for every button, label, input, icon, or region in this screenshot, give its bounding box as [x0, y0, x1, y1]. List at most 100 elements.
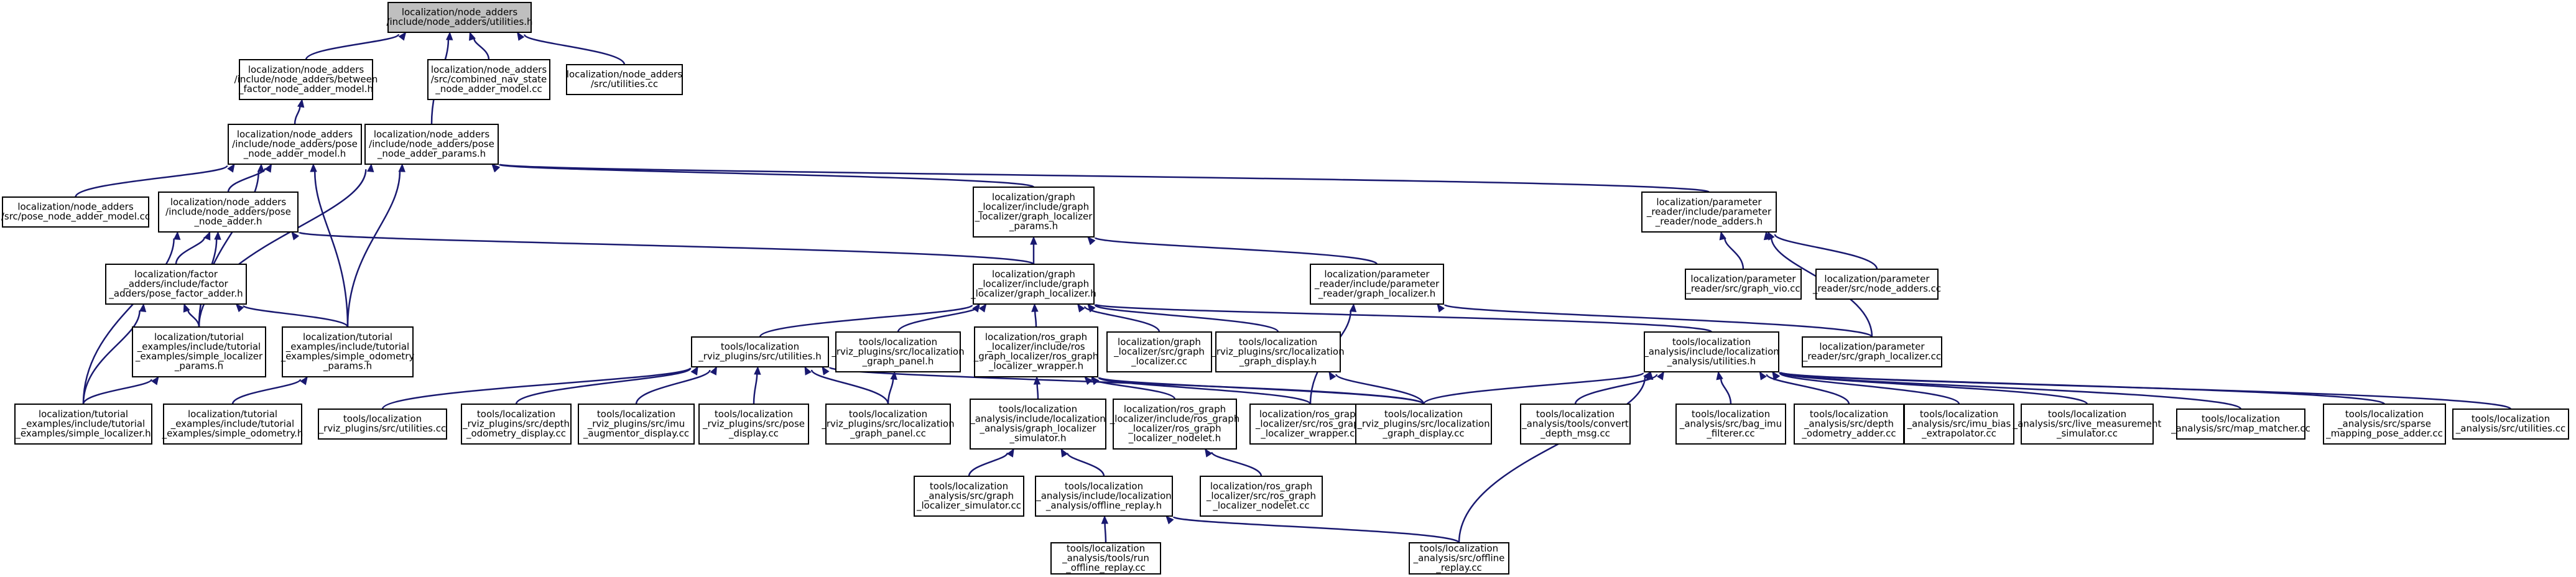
node-label-line: _reader/include/parameter [1314, 278, 1440, 290]
node-label-line: tools/localization [1810, 409, 1888, 420]
file-node-combined-nav-state-model[interactable]: localization/node_adders/src/combined_na… [427, 59, 550, 100]
node-box [2323, 404, 2446, 445]
file-node-run-offline-replay-cc[interactable]: tools/localization_analysis/tools/run_of… [1050, 542, 1161, 575]
file-node-param-reader-node-adders-cc[interactable]: localization/parameter_reader/src/node_a… [1812, 269, 1941, 300]
edge-rviz-utilities-cc-to-rviz-utilities-h [381, 366, 698, 410]
edge-line [82, 310, 141, 405]
node-label-line: _rviz_plugins/src/localization [1356, 418, 1490, 430]
node-label-line: _localizer/include/graph [978, 201, 1089, 213]
file-node-graph-localizer-cc[interactable]: localization/graph_localizer/src/graph_l… [1106, 331, 1212, 372]
node-label-line: tools/localization [477, 409, 555, 420]
edge-line [887, 379, 894, 405]
file-node-analysis-utilities-h[interactable]: tools/localization_analysis/include/loca… [1643, 331, 1779, 372]
file-node-rviz-utilities-cc[interactable]: tools/localization_rviz_plugins/src/util… [318, 409, 447, 440]
file-node-bag-imu-filterer-cc[interactable]: tools/localization_analysis/src/bag_imu_… [1675, 404, 1786, 445]
node-label-line: _simulator.cc [2056, 428, 2118, 440]
node-label-line: _factor_node_adder_model.h [238, 83, 373, 95]
edge-line [1098, 376, 1425, 405]
edge-line [1774, 234, 1878, 270]
file-node-pose-node-adder-model-cc[interactable]: localization/node_adders/src/pose_node_a… [1, 196, 150, 228]
arrowhead [1060, 448, 1068, 458]
file-node-ros-graph-localizer-wrapper-h[interactable]: localization/ros_graph_localizer/include… [973, 326, 1099, 377]
edge-line [1036, 384, 1039, 400]
file-node-simple-odometry-params-h[interactable]: localization/tutorial_examples/include/t… [280, 326, 415, 377]
edge-pose-node-adder-model-h-to-between-factor-model [294, 98, 305, 125]
file-node-offline-replay-cc[interactable]: tools/localization_analysis/src/offline_… [1409, 542, 1509, 575]
edge-line [305, 33, 400, 60]
file-node-utilities-h[interactable]: localization/node_adders/include/node_ad… [386, 2, 533, 33]
arrowhead [173, 231, 181, 240]
file-node-convert-depth-msg-cc[interactable]: tools/localization_analysis/tools/conver… [1520, 404, 1631, 445]
file-node-imu-bias-extrapolator-cc[interactable]: tools/localization_analysis/src/imu_bias… [1904, 404, 2014, 445]
node-label-line: _rviz_plugins/src/utilities.cc [318, 423, 447, 435]
node-label-line: localization/tutorial [39, 409, 128, 420]
file-node-graph-display-cc[interactable]: tools/localization_rviz_plugins/src/loca… [1355, 404, 1492, 445]
node-label-line: _localizer/include/graph [978, 278, 1089, 290]
file-node-simple-odometry-h[interactable]: localization/tutorial_examples/include/t… [162, 404, 303, 445]
node-label-line: _graph_localizer/ros_graph [973, 351, 1099, 362]
file-node-graph-localizer-h[interactable]: localization/graph_localizer/include/gra… [970, 264, 1096, 305]
node-box [1802, 336, 1942, 367]
node-label-line: _localizer/graph_localizer.h [970, 288, 1096, 300]
file-node-pose-node-adder-params-h[interactable]: localization/node_adders/include/node_ad… [364, 124, 499, 165]
file-node-live-measurement-simulator-cc[interactable]: tools/localization_analysis/src/live_mea… [2013, 404, 2162, 445]
arrowhead [297, 98, 305, 108]
edge-combined-nav-state-model-to-utilities-h [469, 31, 490, 60]
edge-line [635, 369, 711, 405]
node-label-line: _analysis/offline_replay.h [1045, 500, 1162, 512]
edge-line [1094, 236, 1378, 265]
node-label-line: tools/localization [999, 404, 1077, 415]
arrowhead [1087, 303, 1096, 313]
file-node-pose-factor-adder-h[interactable]: localization/factor_adders/include/facto… [105, 264, 247, 305]
file-node-offline-replay-h[interactable]: tools/localization_analysis/include/loca… [1035, 476, 1173, 517]
file-node-param-reader-graph-localizer-cc[interactable]: localization/parameter_reader/src/graph_… [1802, 336, 1942, 367]
arrowhead [890, 371, 897, 381]
edge-line [1094, 303, 1713, 333]
arrowhead [183, 303, 190, 313]
file-node-pose-display-cc[interactable]: tools/localization_rviz_plugins/src/pose… [698, 404, 809, 445]
file-node-parameter-reader-graph-localizer-h[interactable]: localization/parameter_reader/include/pa… [1310, 264, 1444, 305]
node-label-line: _analysis/src/bag_imu [1679, 418, 1782, 430]
edge-line [1066, 452, 1105, 477]
node-label-line: /include/node_adders/pose [165, 206, 291, 218]
node-label-line: tools/localization [1672, 336, 1751, 348]
file-node-depth-odometry-display-cc[interactable]: tools/localization_rviz_plugins/src/dept… [461, 404, 572, 445]
file-node-rviz-utilities-h[interactable]: tools/localization_rviz_plugins/src/util… [691, 336, 829, 367]
file-node-sparse-mapping-pose-adder-cc[interactable]: tools/localization_analysis/src/sparse_m… [2323, 404, 2446, 445]
node-box [1200, 476, 1323, 517]
file-node-graph-display-h[interactable]: tools/localization_rviz_plugins/src/loca… [1211, 331, 1345, 372]
file-node-graph-panel-h[interactable]: tools/localization_rviz_plugins/src/loca… [831, 331, 965, 372]
node-label-line: tools/localization [849, 409, 927, 420]
file-node-ros-graph-localizer-nodelet-h[interactable]: localization/ros_graph_localizer/include… [1110, 399, 1240, 450]
file-node-simple-localizer-params-h[interactable]: localization/tutorial_examples/include/t… [132, 326, 266, 377]
file-node-map-matcher-cc[interactable]: tools/localization_analysis/src/map_matc… [2171, 409, 2310, 440]
edge-line [523, 34, 626, 65]
file-node-analysis-utilities-cc[interactable]: tools/localization_analysis/src/utilitie… [2452, 409, 2569, 440]
node-box [228, 124, 362, 165]
node-box [1520, 404, 1631, 445]
edge-run-offline-replay-cc-to-offline-replay-h [1101, 515, 1109, 543]
node-box [105, 264, 247, 305]
file-node-imu-augmentor-display-cc[interactable]: tools/localization_rviz_plugins/src/imu_… [578, 404, 695, 445]
file-node-node-adders-utilities-cc[interactable]: localization/node_adders/src/utilities.c… [566, 64, 683, 95]
file-node-graph-localizer-params-h[interactable]: localization/graph_localizer/include/gra… [973, 187, 1095, 238]
arrowhead [398, 163, 405, 172]
edge-line [759, 304, 973, 338]
file-node-graph-localizer-simulator-h[interactable]: tools/localization_analysis/include/loca… [970, 399, 1106, 450]
file-node-depth-odometry-adder-cc[interactable]: tools/localization_analysis/src/depth_od… [1794, 404, 1904, 445]
file-node-ros-graph-localizer-nodelet-cc[interactable]: localization/ros_graph_localizer/src/ros… [1200, 476, 1323, 517]
arrowhead [1437, 303, 1445, 313]
file-node-param-reader-graph-vio-cc[interactable]: localization/parameter_reader/src/graph_… [1685, 269, 1802, 300]
file-node-graph-localizer-simulator-cc[interactable]: tools/localization_analysis/src/graph_lo… [914, 476, 1024, 517]
arrowhead [214, 231, 221, 240]
file-node-graph-panel-cc[interactable]: tools/localization_rviz_plugins/src/loca… [821, 404, 955, 445]
file-node-ros-graph-localizer-wrapper-cc[interactable]: localization/ros_graph_localizer/src/ros… [1249, 404, 1371, 445]
file-node-simple-localizer-h[interactable]: localization/tutorial_examples/include/t… [14, 404, 152, 445]
edge-simple-localizer-h-to-pose-factor-adder-h [82, 303, 147, 405]
file-node-between-factor-model[interactable]: localization/node_adders/include/node_ad… [234, 59, 378, 100]
file-node-pose-node-adder-model-h[interactable]: localization/node_adders/include/node_ad… [228, 124, 362, 165]
file-node-pose-node-adder-h[interactable]: localization/node_adders/include/node_ad… [158, 192, 299, 233]
node-label-line: _analysis/src/sparse [2337, 418, 2431, 430]
node-label-line: localization/graph [1118, 336, 1201, 348]
file-node-parameter-reader-node-adders-h[interactable]: localization/parameter_reader/include/pa… [1641, 192, 1777, 233]
